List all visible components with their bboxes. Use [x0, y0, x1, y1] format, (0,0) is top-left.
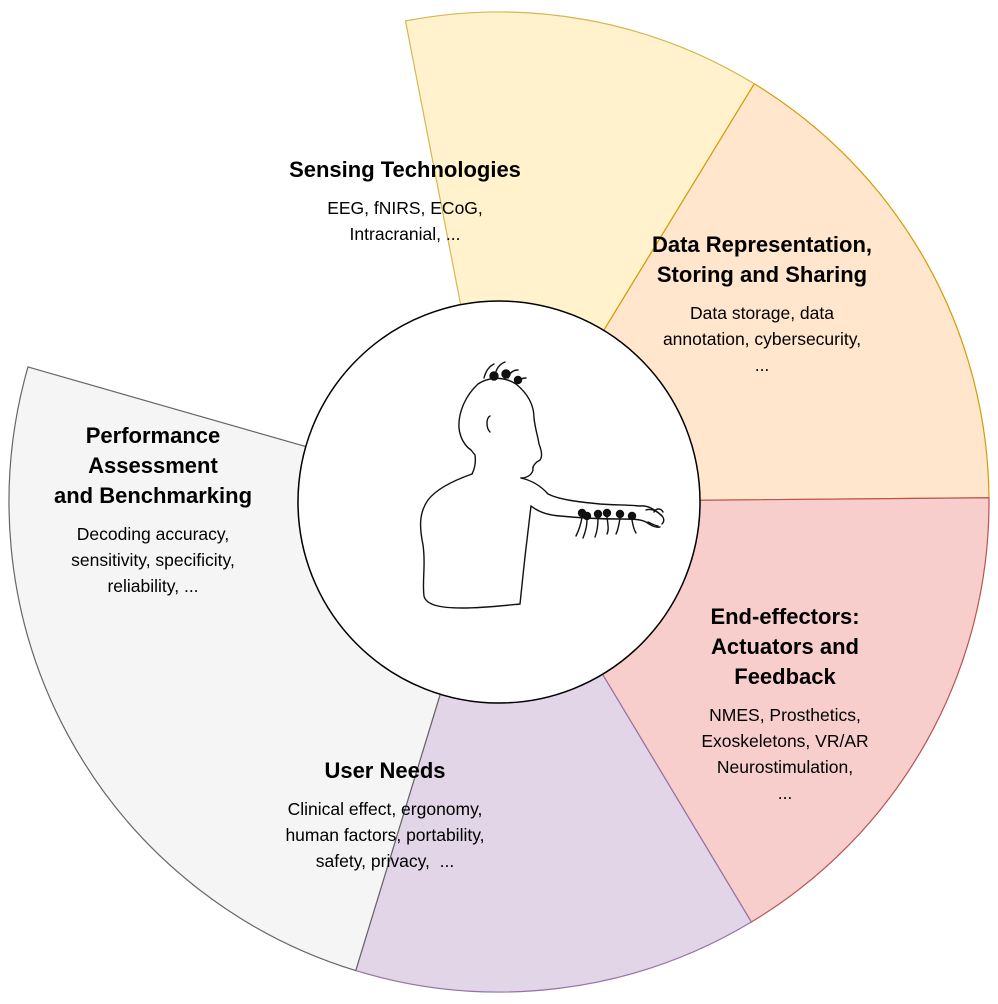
segment-title-line: End-effectors:	[710, 604, 859, 629]
person-head-outline	[458, 377, 543, 479]
segment-title-line: Actuators and	[711, 634, 859, 659]
segment-title-line: User Needs	[324, 758, 445, 783]
segment-body-line: ...	[778, 783, 793, 803]
segment-body-line: EEG, fNIRS, ECoG,	[327, 198, 483, 218]
segment-title-line: Performance	[86, 423, 221, 448]
arm-electrodes	[575, 508, 637, 539]
center-circle	[297, 300, 701, 704]
segment-body-line: Exoskeletons, VR/AR	[701, 731, 868, 751]
segment-title-line: Data Representation,	[652, 232, 872, 257]
label-end-effectors: End-effectors: Actuators andFeedbackNMES,…	[701, 604, 868, 803]
person-torso-outline	[419, 473, 532, 609]
segment-title-line: Sensing Technologies	[289, 157, 521, 182]
segment-body-line: Decoding accuracy,	[77, 524, 229, 544]
person-ear	[486, 415, 491, 433]
person-hand	[645, 508, 664, 527]
segment-body-line: safety, privacy, ...	[316, 851, 454, 871]
segment-body-line: annotation, cybersecurity,	[663, 329, 861, 349]
segment-body-line: Data storage, data	[690, 303, 834, 323]
segment-body-line: ...	[755, 355, 770, 375]
segments-layer	[8, 11, 990, 993]
segment-body-line: Clinical effect, ergonomy,	[288, 799, 483, 819]
segment-body-line: Neurostimulation,	[717, 757, 853, 777]
segment-body-line: human factors, portability,	[285, 825, 484, 845]
segment-title-line: Assessment	[88, 453, 218, 478]
segment-body-line: Intracranial, ...	[350, 224, 461, 244]
segment-title-line: Feedback	[734, 664, 836, 689]
head-electrodes	[483, 361, 527, 385]
segment-title-line: and Benchmarking	[54, 483, 252, 508]
segment-body-line: sensitivity, specificity,	[71, 550, 235, 570]
segment-body-line: NMES, Prosthetics,	[709, 705, 861, 725]
segment-body-line: reliability, ...	[107, 576, 198, 596]
segment-title-line: Storing and Sharing	[657, 262, 867, 287]
person-illustration	[419, 361, 665, 609]
label-data: Data Representation, Storing and SharingD…	[652, 232, 872, 375]
